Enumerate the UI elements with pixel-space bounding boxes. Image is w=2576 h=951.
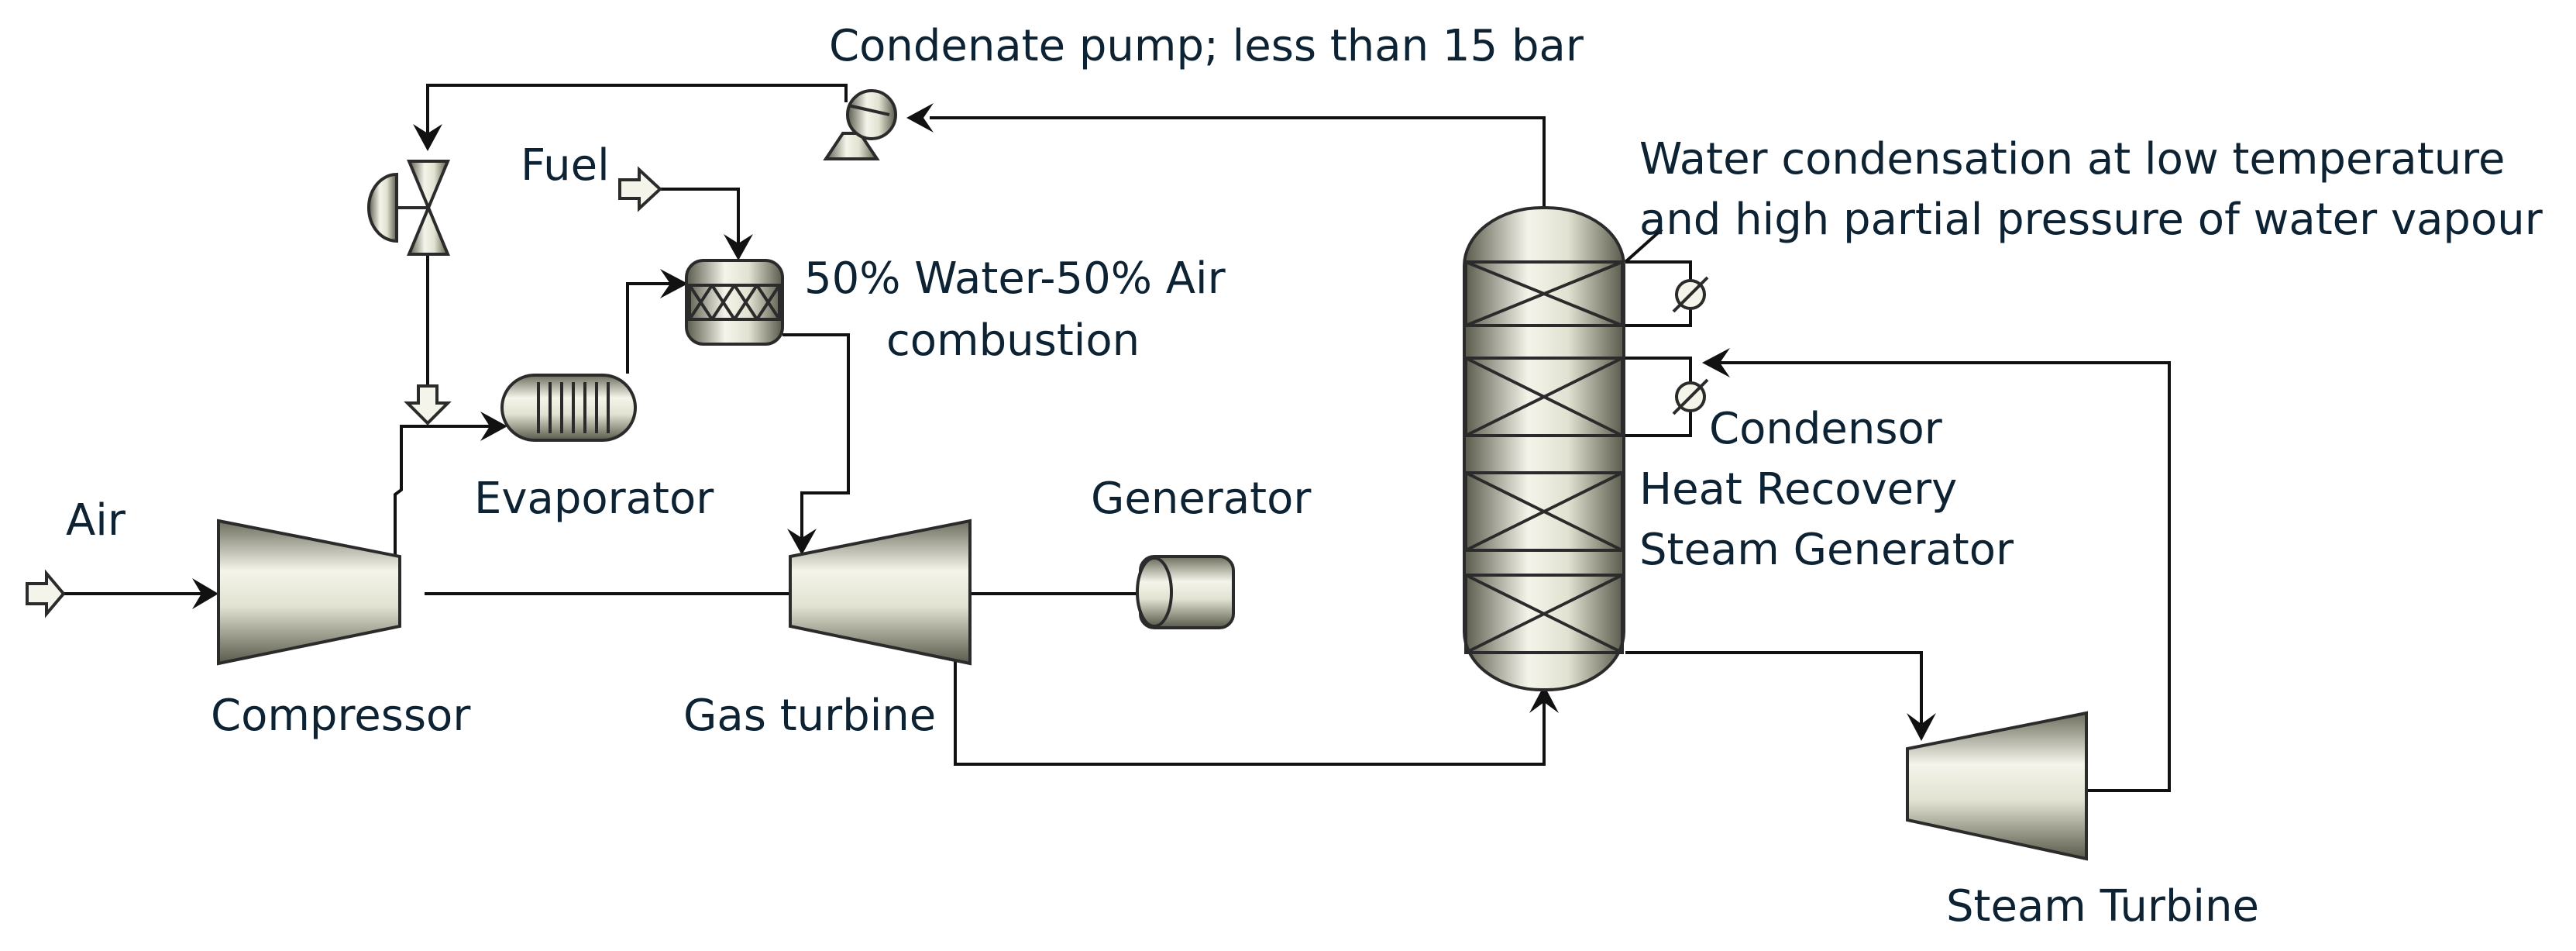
condensor-loop-upper-marker [1624,228,1663,264]
label-condensor: Condensor [1709,404,1943,454]
arrowhead-valve-inlet [413,124,442,151]
label-generator: Generator [1091,474,1312,524]
combustor-icon [685,259,784,346]
label-compressor: Compressor [211,691,471,741]
arrowhead-steam-turbine-inlet [1907,713,1936,741]
label-condenate-pump: Condenate pump; less than 15 bar [829,21,1584,71]
label-hrsg-line2: Steam Generator [1639,525,2014,575]
stream-column-to-pump [930,116,1546,211]
label-steam-turbine: Steam Turbine [1946,881,2259,932]
label-combustion-line2: combustion [886,315,1140,366]
stream-evaporator-to-combustor [626,282,674,374]
stream-column-to-steam-turbine [1625,651,1923,729]
stream-compressor-to-evaporator [394,425,496,556]
arrowhead-combustor-inlet [660,269,688,298]
valve-icon [367,160,450,256]
arrowhead-evaporator-inlet [480,412,507,441]
arrowhead-turbine-inlet [787,529,817,555]
label-hrsg-line1: Heat Recovery [1639,464,1957,515]
heat-exchanger-icon [500,374,637,442]
label-fuel: Fuel [521,140,610,191]
hrsg-column-icon [1463,206,1625,691]
arrowhead-fuel-inlet [724,234,753,260]
label-water-condensation-line1: Water condensation at low temperature [1639,134,2505,184]
compressor-icon [217,519,401,666]
gas-turbine-icon [789,519,972,666]
arrowhead-pump-inlet [906,103,934,133]
label-evaporator: Evaporator [474,474,714,524]
label-water-condensation-line2: and high partial pressure of water vapou… [1639,195,2543,245]
pump-icon [823,89,897,160]
arrowhead-return-inlet [1702,348,1730,377]
air-feed-arrow-icon [26,569,66,618]
cooler-icon-lower [1672,378,1709,415]
generator-icon [1136,555,1235,629]
labels: Condenate pump; less than 15 bar Fuel 50… [66,21,2543,932]
arrowhead-column-bottom-inlet [1529,685,1559,713]
stream-lines [60,84,2171,792]
label-combustion-line1: 50% Water-50% Air [804,253,1226,304]
stream-exhaust-to-column [954,653,1546,766]
stream-fuel-feed [660,188,740,248]
arrowhead-compressor-inlet [192,578,218,609]
label-gas-turbine: Gas turbine [683,691,936,741]
mixer-arrow-icon [404,384,452,426]
steam-turbine-icon [1906,711,2088,861]
stream-steam-turbine-return [1716,361,2171,792]
stream-pump-to-valve [426,84,848,140]
fuel-feed-arrow-icon [618,166,662,212]
label-air: Air [66,495,126,546]
cooler-icon [1672,276,1709,313]
stream-combustor-to-turbine [782,333,850,543]
